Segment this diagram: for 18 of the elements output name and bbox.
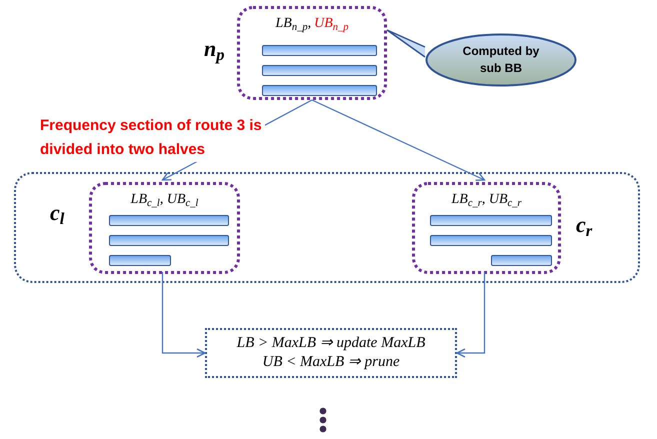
node-box — [237, 6, 387, 100]
rule-text: LB > MaxLB ⇒ update MaxLB — [236, 334, 426, 353]
bound-text: LB$_{c_r}$, UB$_{c_r}$ — [451, 191, 522, 209]
bound-text: LB$_{c_l}$, UB$_{c_l}$ — [130, 191, 198, 209]
arrow — [162, 272, 206, 358]
node-name: c$_{r}$ — [576, 214, 592, 236]
node-box — [412, 182, 561, 274]
node-name: c$_{l}$ — [50, 202, 64, 224]
group-container — [14, 172, 640, 283]
arrow — [456, 272, 486, 358]
speech-bubble — [425, 33, 577, 87]
callout-tail — [386, 29, 426, 58]
node-box — [89, 182, 240, 274]
callout-text: Computed by sub BB — [462, 43, 540, 77]
bound-text: LB$_{n_p}$, — [275, 15, 312, 33]
bound-text: UB$_{n_p}$ — [314, 15, 348, 33]
arrow — [312, 99, 486, 181]
rule-text: UB < MaxLB ⇒ prune — [262, 353, 400, 372]
